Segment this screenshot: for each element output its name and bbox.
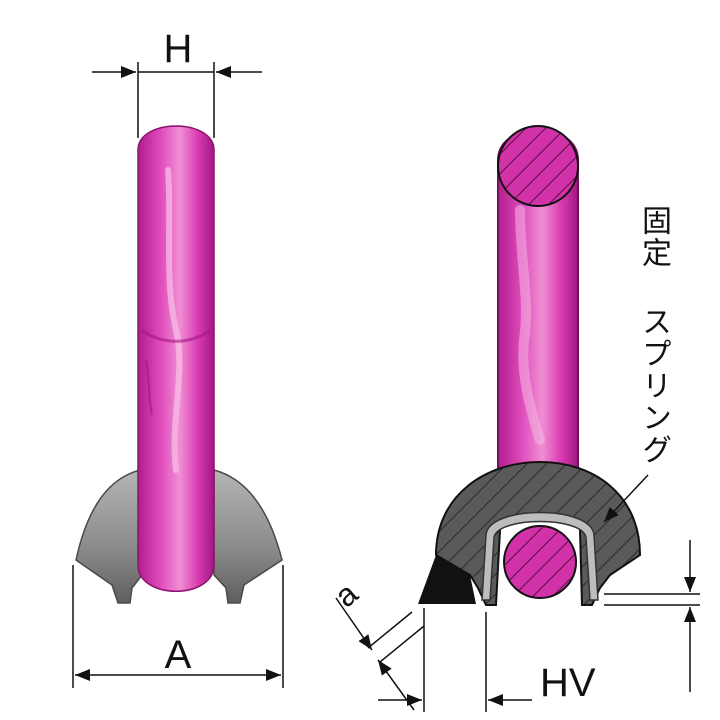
dimension-a-label: A [165, 633, 192, 677]
shackle-highlight [165, 167, 183, 473]
shackle-waist-shadow [141, 328, 211, 343]
dimension-hv-label: HV [540, 661, 596, 705]
shackle-groove-left [145, 359, 153, 416]
cast-body-left-wing [75, 469, 143, 604]
dimension-h: H [92, 27, 262, 138]
dimension-a-small-label: a [328, 575, 365, 614]
spring-callout-label: 固定 スプリング [636, 205, 671, 466]
cast-body-right-wing [213, 469, 283, 604]
dimension-a: A [72, 565, 284, 688]
section-view [418, 125, 642, 606]
shackle-side-inner-shadow [515, 205, 545, 445]
shackle-front [137, 125, 215, 592]
retaining-spring [481, 511, 599, 601]
weld-seam [418, 555, 476, 604]
shackle-top-section [497, 125, 579, 207]
shackle-bottom-section [503, 525, 577, 599]
dimension-hv: HV [378, 608, 596, 712]
dimension-a-small: a [328, 575, 425, 711]
dimension-vertical-right [604, 540, 700, 692]
spring-callout-leader [603, 474, 649, 523]
dimension-h-label: H [164, 27, 193, 71]
front-view [75, 125, 283, 604]
